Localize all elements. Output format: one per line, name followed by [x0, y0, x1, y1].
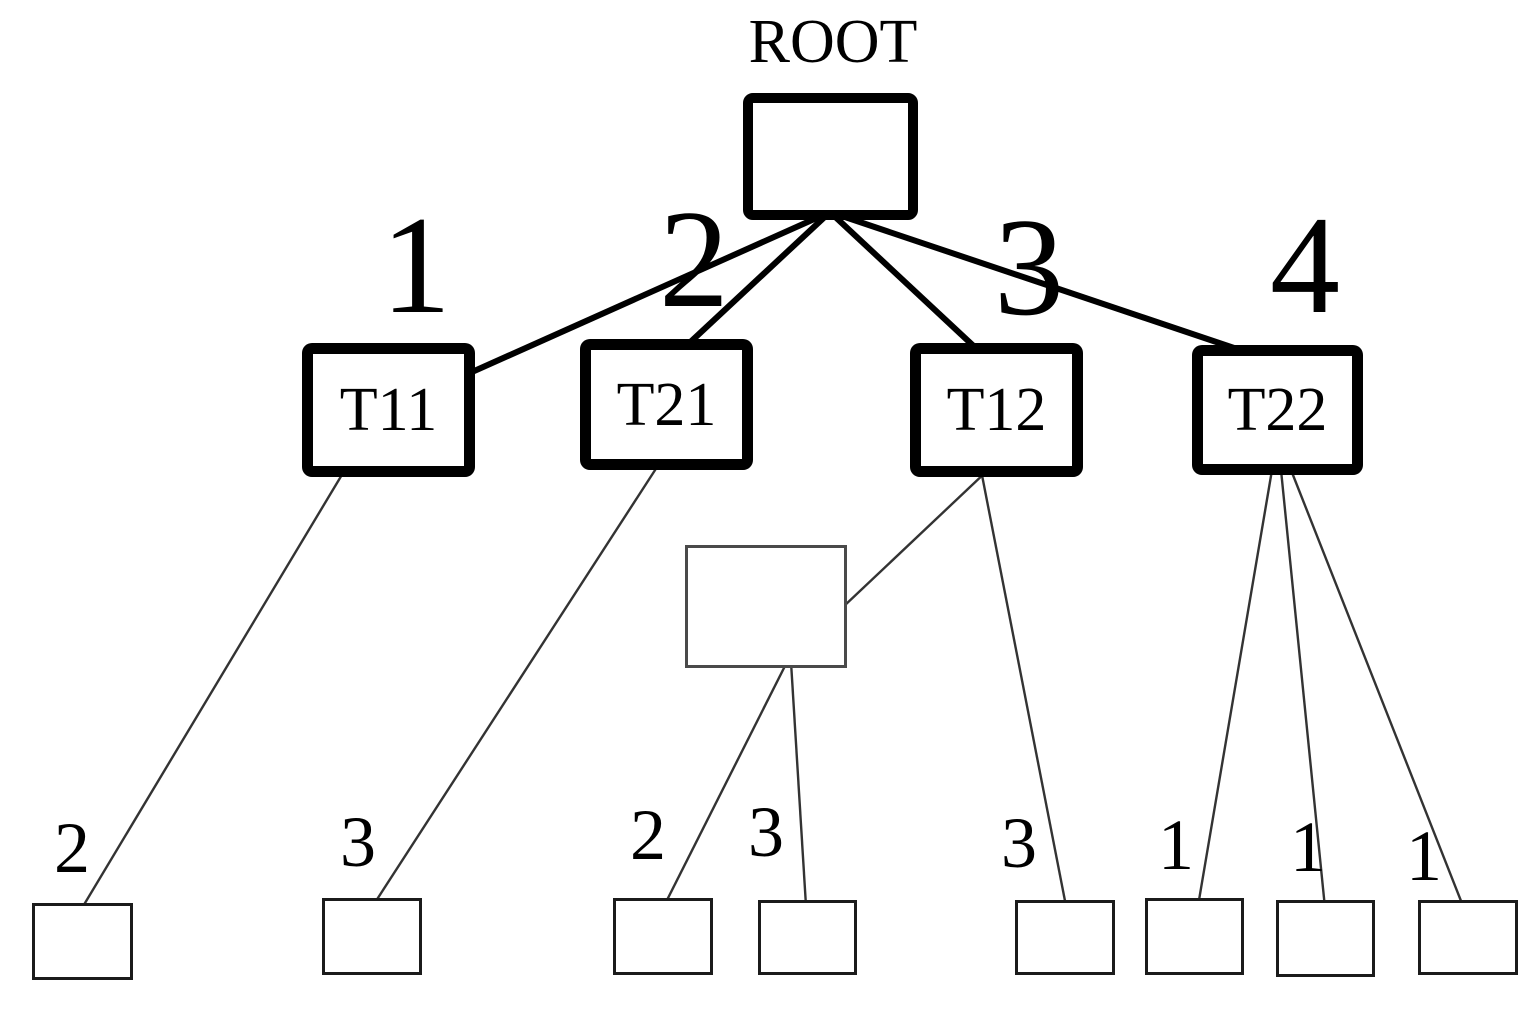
edge-subtree-leaf3 — [662, 661, 789, 907]
edge-root-t22 — [829, 209, 1247, 355]
node-t21-label: T21 — [616, 370, 717, 439]
edge-t22-leaf6 — [1196, 469, 1274, 907]
leaf-node-2 — [322, 898, 422, 975]
node-t12: T12 — [910, 343, 1083, 477]
node-t21: T21 — [580, 339, 753, 470]
leaf-node-8 — [1418, 900, 1518, 975]
edge-subtree-leaf4 — [789, 661, 808, 907]
leaf-node-3 — [613, 898, 713, 975]
edge-t21-leaf2 — [372, 463, 661, 905]
edge-t22-leaf7 — [1279, 469, 1327, 909]
edge-label-t11-leaf1: 2 — [54, 808, 90, 888]
edge-root-t11 — [470, 209, 832, 375]
edge-label-root-t22: 4 — [1270, 188, 1340, 343]
node-t11: T11 — [302, 343, 475, 477]
edge-t12-subtree — [842, 469, 989, 608]
node-t11-label: T11 — [339, 376, 438, 444]
edge-label-t22-leaf8: 1 — [1406, 816, 1442, 896]
node-t12-label: T12 — [946, 376, 1047, 444]
node-t22-label: T22 — [1227, 376, 1328, 444]
leaf-node-7 — [1276, 900, 1375, 977]
leaf-node-6 — [1145, 898, 1244, 975]
edge-label-subtree-leaf3: 2 — [630, 795, 666, 875]
leaf-node-5 — [1015, 900, 1115, 975]
edge-t22-leaf8 — [1289, 469, 1465, 907]
edge-label-t21-leaf2: 3 — [340, 802, 376, 882]
edge-root-t12 — [827, 209, 983, 355]
root-caption: ROOT — [748, 8, 918, 76]
edge-label-t22-leaf6: 1 — [1158, 805, 1194, 885]
edge-label-root-t21: 2 — [659, 182, 729, 337]
leaf-node-1 — [32, 903, 133, 980]
node-t22: T22 — [1192, 345, 1363, 475]
subtree-node — [685, 545, 847, 668]
leaf-node-4 — [758, 900, 857, 975]
edge-label-t12-leaf5: 3 — [1001, 803, 1037, 883]
edge-t11-leaf1 — [80, 467, 348, 909]
edge-label-subtree-leaf4: 3 — [748, 792, 784, 872]
edge-label-root-t12: 3 — [994, 190, 1064, 345]
edge-label-t22-leaf7: 1 — [1290, 807, 1326, 887]
edge-root-t21 — [681, 209, 833, 351]
edge-label-root-t11: 1 — [381, 188, 451, 343]
edge-t12-leaf5 — [979, 469, 1068, 907]
root-node — [743, 93, 918, 220]
